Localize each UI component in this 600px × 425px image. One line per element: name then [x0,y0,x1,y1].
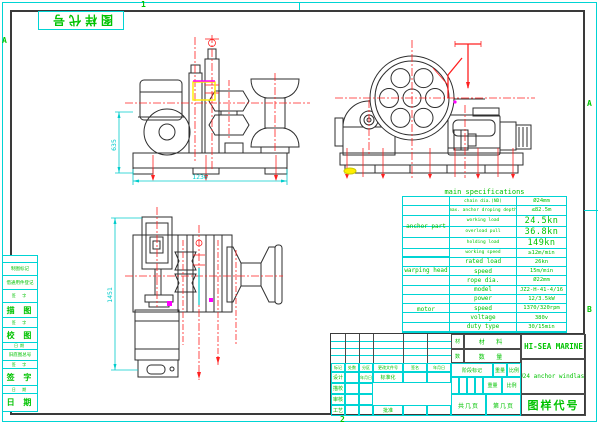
spec-row: rope dia.Ø22mm [403,276,566,286]
tb-stage-box [467,377,475,394]
tb-scale-label: 比例 [507,363,521,377]
end-view [334,40,535,179]
margin-cell-sign: 签 字 [2,361,38,369]
tb-stage-mark-label: 阶段标记 [451,363,493,377]
tb-header-doc-no: 更改文件号 [373,363,403,372]
margin-cell-date: 日 期 [2,386,38,394]
front-view: 1236 635 [110,35,310,185]
tb-header-count: 处数 [345,363,359,372]
spec-table: chain dia.(ND)Ø24mm max. anchor droping … [402,196,567,333]
dim-front-height: 635 [110,139,118,151]
zone-marker-right-b: B [587,305,592,314]
zone-marker-right-a: A [587,99,592,108]
tb-trace-label: 描校 [331,383,345,394]
zone-tick-top [299,2,300,10]
margin-strip: 制图标记 借通用件登记 签 字 描 图 签 字 校 图 日期 旧底图总号 签 字… [2,255,38,412]
tb-design-label: 设计 [331,372,345,383]
zone-marker-top: 1 [141,0,146,9]
tb-quantity-label: 数 量 [464,349,521,363]
tb-total-pages: 共几页 [451,394,486,416]
tb-check-label: 审核 [331,394,345,405]
spec-group-anchor-part: anchor part [403,197,449,257]
spec-row: max. anchor droping depth≤82.5m [403,206,566,216]
tb-stage-box [475,377,483,394]
margin-cell [2,255,38,263]
highlight-tick-magenta-1 [167,301,172,306]
margin-cell-old-master-no: 旧底图总号 [2,350,38,361]
tb-header-zone: 分区 [359,363,373,372]
margin-cell-sign: 签 字 [2,290,38,303]
margin-cell-signature: 签 字 [2,369,38,386]
margin-cell-draw-mark: 制图标记 [2,263,38,276]
dim-front-width: 1236 [192,173,208,181]
margin-cell-proof: 校 图 [2,328,38,343]
tb-page-no: 第几页 [486,394,521,416]
spec-row: working speed≥12m/min [403,248,566,258]
tb-stage-box [451,377,459,394]
margin-cell-tracing: 描 图 [2,303,38,318]
highlight-box-yellow [192,81,216,101]
tb-product-name: Ø24 anchor windlass [521,359,586,394]
zone-marker-bottom: 2 [340,415,345,424]
tb-header-mark: 标记 [331,363,345,372]
highlight-dot-magenta [453,100,457,104]
tb-date-label: 年月日 [359,372,373,383]
title-block: 标记 处数 分区 更改文件号 签名 年月日 设计 年月日 标准化 描校 审核 工… [330,333,586,416]
tb-scale-value-cell: 比例 [502,377,521,394]
tb-weight-value-cell: 重量 [483,377,502,394]
tb-company: HI-SEA MARINE [521,334,586,359]
spec-group-motor: motor [416,306,436,314]
tb-standard-label: 标准化 [373,372,403,383]
inner-frame [10,10,585,415]
highlight-ellipse-yellow [343,167,357,175]
corner-drawing-code-label: 图样代号 [48,13,113,27]
tb-material-side: 材 [451,334,464,349]
plan-view: 1451 [106,207,283,380]
margin-cell-borrow-reg: 借通用件登记 [2,276,38,290]
highlight-tick-magenta-2 [209,298,213,302]
tb-process-label: 工艺 [331,405,345,416]
margin-cell-date-big: 日 期 [2,394,38,412]
tb-quantity-side: 数 [451,349,464,363]
spec-table-title: main specifications [444,187,525,196]
zone-marker-left-a: A [2,36,7,45]
tb-stage-box [459,377,467,394]
tb-drawing-code: 图样代号 [521,394,586,416]
spec-row: chain dia.(ND)Ø24mm [403,197,566,207]
zone-tick-right [584,210,598,211]
corner-drawing-code-box: 图样代号 [38,11,124,30]
margin-cell-sign: 签 字 [2,318,38,328]
spec-group-warping-head: warping head [403,256,449,287]
margin-cell-date: 日期 [2,343,38,350]
tb-header-sign: 签名 [403,363,427,372]
tb-header-date: 年月日 [427,363,451,372]
tb-approve-label: 批准 [373,405,403,416]
tb-material-label: 材 料 [464,334,521,349]
tb-weight-label: 重量 [493,363,507,377]
dim-plan-height: 1451 [106,287,114,303]
